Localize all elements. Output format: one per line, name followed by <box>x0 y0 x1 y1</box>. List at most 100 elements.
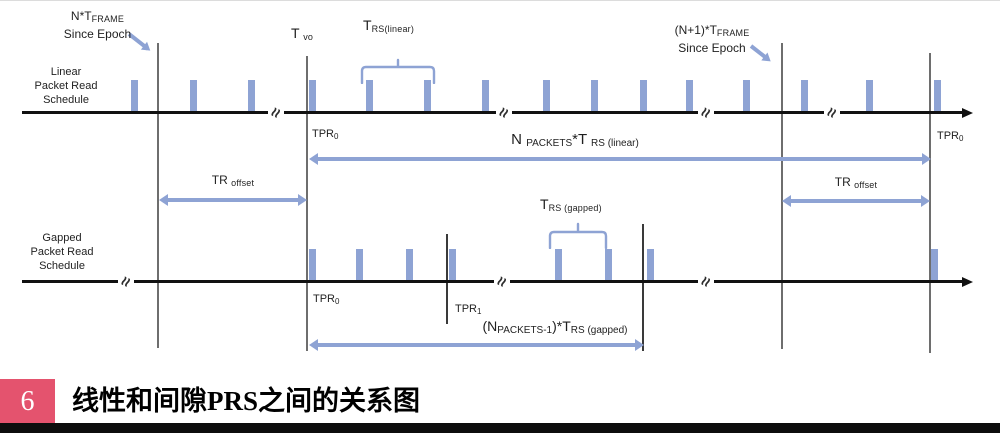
gapped-timeline <box>22 280 963 283</box>
trs-linear-label: TRS(linear) <box>363 18 414 37</box>
packet-bar <box>190 80 197 111</box>
npackets-sub1: PACKETS <box>526 138 573 149</box>
packet-bar <box>309 249 316 280</box>
axis-break-mark: ≈ <box>493 101 515 124</box>
axis-break-mark: ≈ <box>491 270 513 293</box>
packet-bar <box>743 80 750 111</box>
packet-bar <box>482 80 489 111</box>
axis-break-mark: ≈ <box>695 101 717 124</box>
tr-offset-right-arrow <box>782 195 930 207</box>
tpr0-linear-sub: 0 <box>334 132 339 141</box>
packet-bar <box>934 80 941 111</box>
linear-timeline <box>22 111 963 114</box>
npackets-minus1-label: (NPACKETS-1)*TRS (gapped) <box>430 319 680 338</box>
packet-bar <box>356 249 363 280</box>
packet-bar <box>555 249 562 280</box>
gapped-end-tick <box>642 224 644 351</box>
packet-bar <box>801 80 808 111</box>
linear-schedule-label: Linear Packet Read Schedule <box>18 65 114 107</box>
npackets-minus1-arrow <box>309 339 644 351</box>
tpr0-linear-label: TPR0 <box>312 127 339 144</box>
trs-linear-label-sub: RS(linear) <box>371 24 415 34</box>
trs-gapped-brace <box>548 222 608 249</box>
npackets-n: N <box>511 131 523 148</box>
packet-bar <box>640 80 647 111</box>
tr-offset-left-arrow <box>159 194 307 206</box>
trs-gapped-label-main: T <box>540 196 549 212</box>
tpr1-main: TPR <box>455 303 477 315</box>
axis-break-mark: ≈ <box>115 270 137 293</box>
tvo-label: T vo <box>291 26 313 45</box>
tr-offset-left-label: TR offset <box>160 173 306 191</box>
tpr1-sub: 1 <box>477 307 482 316</box>
epoch-n1-label: (N+1)*TFRAME Since Epoch <box>662 23 762 56</box>
epoch-n-label-sub: FRAME <box>91 14 125 24</box>
packet-bar <box>406 249 413 280</box>
packet-bar <box>309 80 316 111</box>
packet-bar <box>931 249 938 280</box>
tvo-label-main: T <box>291 25 300 41</box>
axis-break-mark: ≈ <box>821 101 843 124</box>
packet-bar <box>248 80 255 111</box>
tr-offset-left-sub: offset <box>231 178 255 188</box>
tpr1-tick <box>446 234 448 324</box>
tpr0-gapped-main: TPR <box>313 293 335 305</box>
gapped-schedule-l1: Gapped <box>42 232 82 244</box>
packet-bar <box>366 80 373 111</box>
next-tpr0-line <box>929 53 931 353</box>
tvo-label-sub: vo <box>303 32 314 42</box>
tpr0-gapped-sub: 0 <box>335 297 340 306</box>
linear-schedule-l1: Linear <box>50 66 82 78</box>
packet-bar <box>449 249 456 280</box>
tpr0-linear-main: TPR <box>312 128 334 140</box>
npackets-trs-label: N PACKETS*T RS (linear) <box>450 132 700 151</box>
epoch-n-label-line2: Since Epoch <box>63 27 132 41</box>
packet-bar <box>424 80 431 111</box>
trs-gapped-label: TRS (gapped) <box>540 197 602 216</box>
npackets-sub2: RS (linear) <box>591 138 639 149</box>
axis-break-mark: ≈ <box>265 101 287 124</box>
tpr0-gapped-label: TPR0 <box>313 292 340 309</box>
linear-schedule-l2: Packet Read <box>34 80 98 92</box>
npm1-pre: (N <box>482 318 498 334</box>
tr-offset-left-main: TR <box>211 173 228 187</box>
epoch-n-label: N*TFRAME Since Epoch <box>35 9 160 42</box>
tr-offset-right-label: TR offset <box>783 175 929 193</box>
epoch-n-label-main: N*T <box>70 9 92 23</box>
npm1-mid: )*T <box>552 318 571 334</box>
npm1-sub1: PACKETS-1 <box>497 325 553 336</box>
tpr1-label: TPR1 <box>455 302 482 319</box>
packet-bar <box>131 80 138 111</box>
packet-bar <box>686 80 693 111</box>
npackets-trs-arrow <box>309 153 931 165</box>
epoch-n1-label-line2: Since Epoch <box>678 41 746 55</box>
linear-timeline-arrowhead <box>962 107 973 118</box>
figure-caption: 线性和间隙PRS之间的关系图 <box>72 386 421 416</box>
packet-bar <box>591 80 598 111</box>
packet-bar <box>543 80 550 111</box>
tpr0-right-main: TPR <box>937 130 959 142</box>
figure-number-badge: 6 <box>0 379 55 424</box>
figure-number: 6 <box>20 385 35 417</box>
tvo-line <box>306 56 308 351</box>
npackets-mid: *T <box>572 131 587 148</box>
packet-bar <box>647 249 654 280</box>
epoch-n-line <box>157 43 159 348</box>
gapped-schedule-label: Gapped Packet Read Schedule <box>14 231 110 273</box>
tpr0-right-sub: 0 <box>959 134 964 143</box>
tr-offset-right-main: TR <box>834 175 851 189</box>
timing-diagram: N*TFRAME Since Epoch Linear Packet Read … <box>0 1 1000 376</box>
packet-bar <box>605 249 612 280</box>
trs-gapped-label-sub: RS (gapped) <box>548 203 602 213</box>
bottom-rule <box>0 423 1000 433</box>
gapped-timeline-arrowhead <box>962 276 973 287</box>
linear-schedule-l3: Schedule <box>43 94 89 106</box>
gapped-schedule-l3: Schedule <box>39 260 85 272</box>
axis-break-mark: ≈ <box>695 270 717 293</box>
trs-linear-brace <box>360 58 436 84</box>
trs-linear-label-main: T <box>363 17 372 33</box>
npm1-sub2: RS (gapped) <box>570 325 628 336</box>
tpr0-right-label: TPR0 <box>937 129 964 146</box>
gapped-schedule-l2: Packet Read <box>30 246 94 258</box>
